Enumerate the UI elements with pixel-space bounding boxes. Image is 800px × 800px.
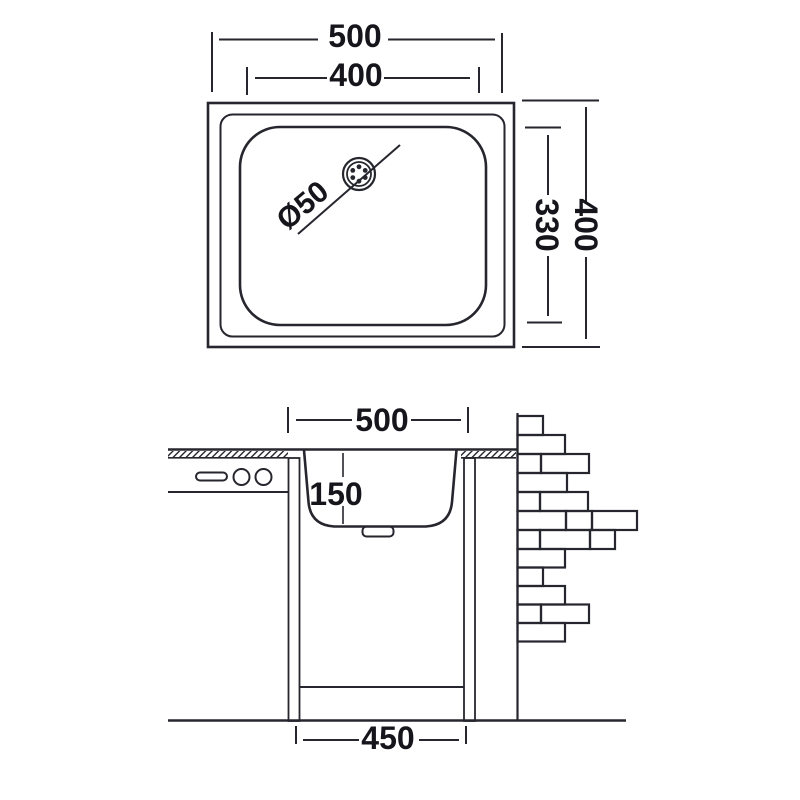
dim-bowl-height: 150 — [309, 453, 363, 524]
brick — [588, 528, 617, 551]
section-view: 500 150 — [168, 402, 639, 756]
drain-hole — [356, 164, 362, 170]
dim-label-overall-depth: 400 — [568, 198, 604, 251]
dim-label-bowl-height: 150 — [309, 476, 362, 512]
dim-bowl-width: 400 — [246, 57, 480, 95]
drain — [341, 156, 377, 192]
drain-hole — [362, 168, 368, 173]
dim-overall-depth: 400 — [522, 99, 604, 348]
top-view: Ø50 500 400 400 330 — [206, 18, 604, 349]
drain-inner-ring — [346, 161, 372, 187]
drain-hole — [356, 178, 362, 184]
drain-outer-ring — [341, 156, 377, 192]
drain-hole — [350, 175, 356, 181]
dim-label-base-width: 450 — [361, 720, 414, 756]
dim-label-bowl-width: 400 — [329, 57, 382, 93]
dim-section-top-width: 500 — [287, 402, 469, 438]
drain-leader-line — [297, 144, 401, 235]
bowl-edge — [238, 125, 488, 327]
brick-wall — [516, 413, 639, 721]
drain-hole — [350, 168, 356, 173]
sink-outer-edge — [206, 101, 516, 349]
dim-base-width: 450 — [295, 720, 467, 756]
drain-stub — [361, 525, 395, 538]
dim-label-section-top-width: 500 — [355, 402, 408, 438]
drawer-handle — [195, 471, 228, 482]
countertop-hatch-right — [461, 451, 516, 457]
cabinet-knob — [232, 468, 251, 486]
dim-label-bowl-depth: 330 — [529, 198, 565, 251]
dim-bowl-depth: 330 — [525, 126, 565, 324]
countertop-hatch-left — [168, 451, 288, 457]
sink-rim-edge — [219, 113, 506, 338]
dim-label-overall-width: 500 — [328, 18, 381, 54]
cabinet-knob — [254, 468, 273, 486]
dim-overall-width: 500 — [211, 18, 503, 93]
drain-hole — [362, 175, 368, 181]
brick — [516, 621, 567, 643]
